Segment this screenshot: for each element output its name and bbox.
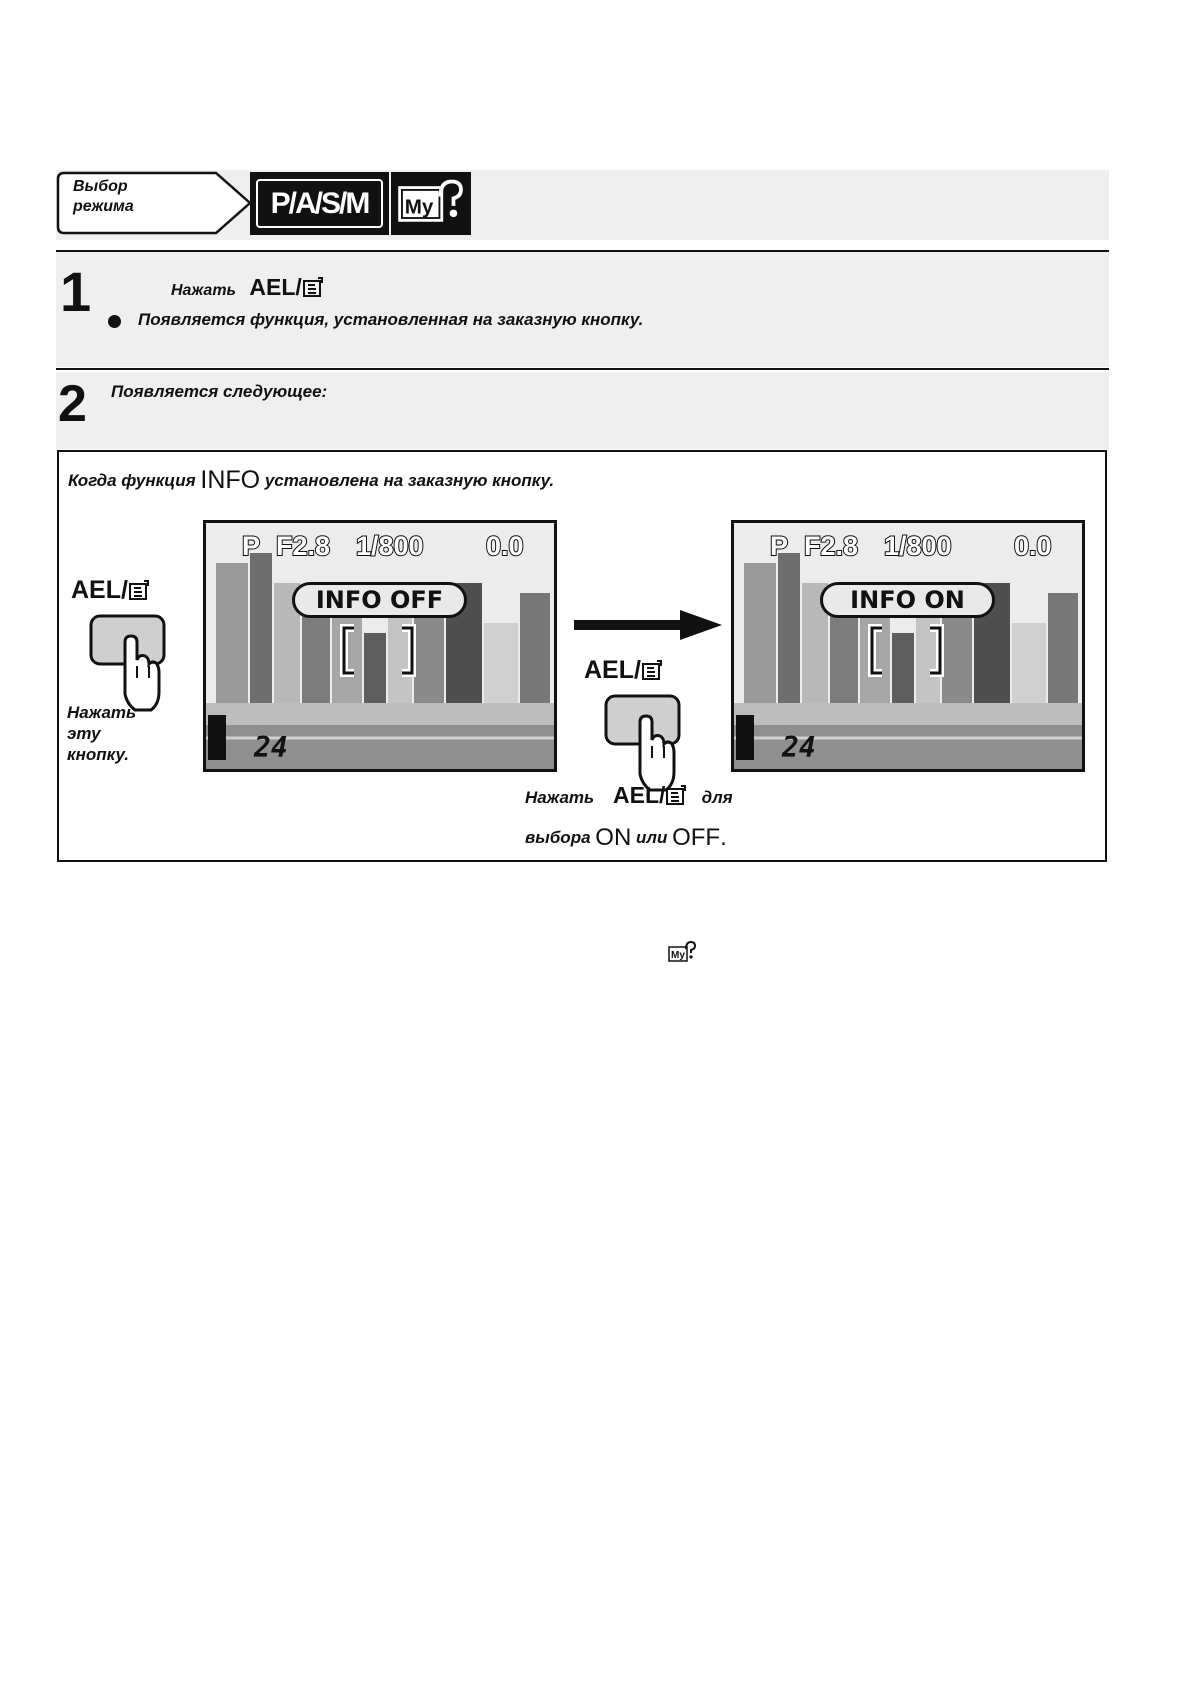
title-after: установлена на заказную кнопку. (264, 471, 555, 490)
info-status-pill: INFO OFF (292, 582, 467, 618)
svg-text:My: My (405, 195, 434, 218)
caption-press: Нажать (525, 788, 595, 807)
mode-select-label: Выбор режима (73, 177, 134, 217)
section-rule (56, 368, 1109, 370)
press-this-button-label: Нажать эту кнопку. (67, 702, 136, 765)
frame-count: 24 (254, 731, 288, 764)
custom-button-icon (128, 580, 149, 600)
bullet-icon (108, 315, 121, 328)
osd-shutter: 1/800 (355, 530, 425, 562)
section-rule (56, 250, 1109, 253)
lcd-screen-info-off: P F2.8 1/800 0.0 INFO OFF 24 (203, 520, 557, 772)
ael-button-label: AEL/ (249, 274, 323, 300)
title-before: Когда функция (68, 471, 196, 490)
ael-button-label: AEL/ (613, 782, 687, 808)
step-1: 1 Нажать AEL/ Появляется функция, устано… (56, 252, 1109, 367)
step-2-number: 2 (58, 375, 87, 433)
ael-button-label: AEL/ (584, 656, 663, 685)
step-2: 2 Появляется следующее: (56, 372, 1109, 449)
custom-button-icon (641, 660, 662, 680)
city-skyline-image (734, 523, 1082, 769)
step-2-text: Появляется следующее: (111, 382, 328, 401)
caption-for: для (701, 788, 733, 807)
press-line-2: эту (67, 724, 101, 743)
osd-aperture: F2.8 (803, 530, 859, 562)
caption-select: выбора (525, 828, 591, 847)
osd-exposure: 0.0 (1013, 530, 1053, 562)
my-mode-icon: My (668, 940, 696, 962)
osd-shutter: 1/800 (883, 530, 953, 562)
osd-mode: P (769, 530, 789, 562)
caption-line-1: Нажать AEL/ для (525, 782, 733, 809)
osd-exposure: 0.0 (485, 530, 525, 562)
battery-bar (208, 715, 226, 760)
illustration-box: Когда функция INFO установлена на заказн… (57, 450, 1107, 862)
osd-aperture: F2.8 (275, 530, 331, 562)
step-1-number: 1 (60, 260, 92, 323)
osd-mode: P (241, 530, 261, 562)
battery-bar (736, 715, 754, 760)
illustration-title: Когда функция INFO установлена на заказн… (68, 466, 554, 495)
pasm-mode-badge: P/A/S/M (250, 172, 389, 235)
ael-button-graphic-left: AEL/ (71, 576, 166, 712)
mode-select-arrow (56, 171, 252, 235)
my-mode-icon: My (391, 172, 471, 235)
step-1-press-text: Нажать (171, 282, 237, 299)
info-status-pill: INFO ON (820, 582, 995, 618)
lcd-screen-info-on: P F2.8 1/800 0.0 INFO ON 24 (731, 520, 1085, 772)
ael-button-graphic-middle: AEL/ (584, 656, 681, 792)
frame-count: 24 (782, 731, 816, 764)
custom-button-icon (666, 785, 687, 805)
step-1-note: Появляется функция, установленная на зак… (138, 310, 644, 329)
caption-off: OFF (672, 824, 721, 851)
svg-text:My: My (671, 950, 685, 961)
custom-button-icon (302, 277, 323, 297)
mode-select-label-line2: режима (73, 198, 134, 215)
mode-select-label-line1: Выбор (73, 178, 128, 195)
caption-on: ON (595, 824, 632, 851)
arrow-right-icon (574, 610, 722, 640)
title-keyword: INFO (200, 466, 261, 494)
ael-button-label: AEL/ (71, 576, 150, 605)
press-line-3: кнопку. (67, 745, 130, 764)
press-line-1: Нажать (67, 703, 137, 722)
step-1-instruction: Нажать AEL/ (171, 274, 324, 301)
caption-or: или (636, 828, 668, 847)
press-hand-icon (89, 614, 166, 712)
pasm-mode-text: P/A/S/M (256, 179, 383, 228)
city-skyline-image (206, 523, 554, 769)
caption-line-2: выбора ON или OFF. (525, 824, 727, 852)
caption-period: . (720, 824, 727, 851)
mode-select-row: Выбор режима P/A/S/M My (56, 170, 1109, 240)
